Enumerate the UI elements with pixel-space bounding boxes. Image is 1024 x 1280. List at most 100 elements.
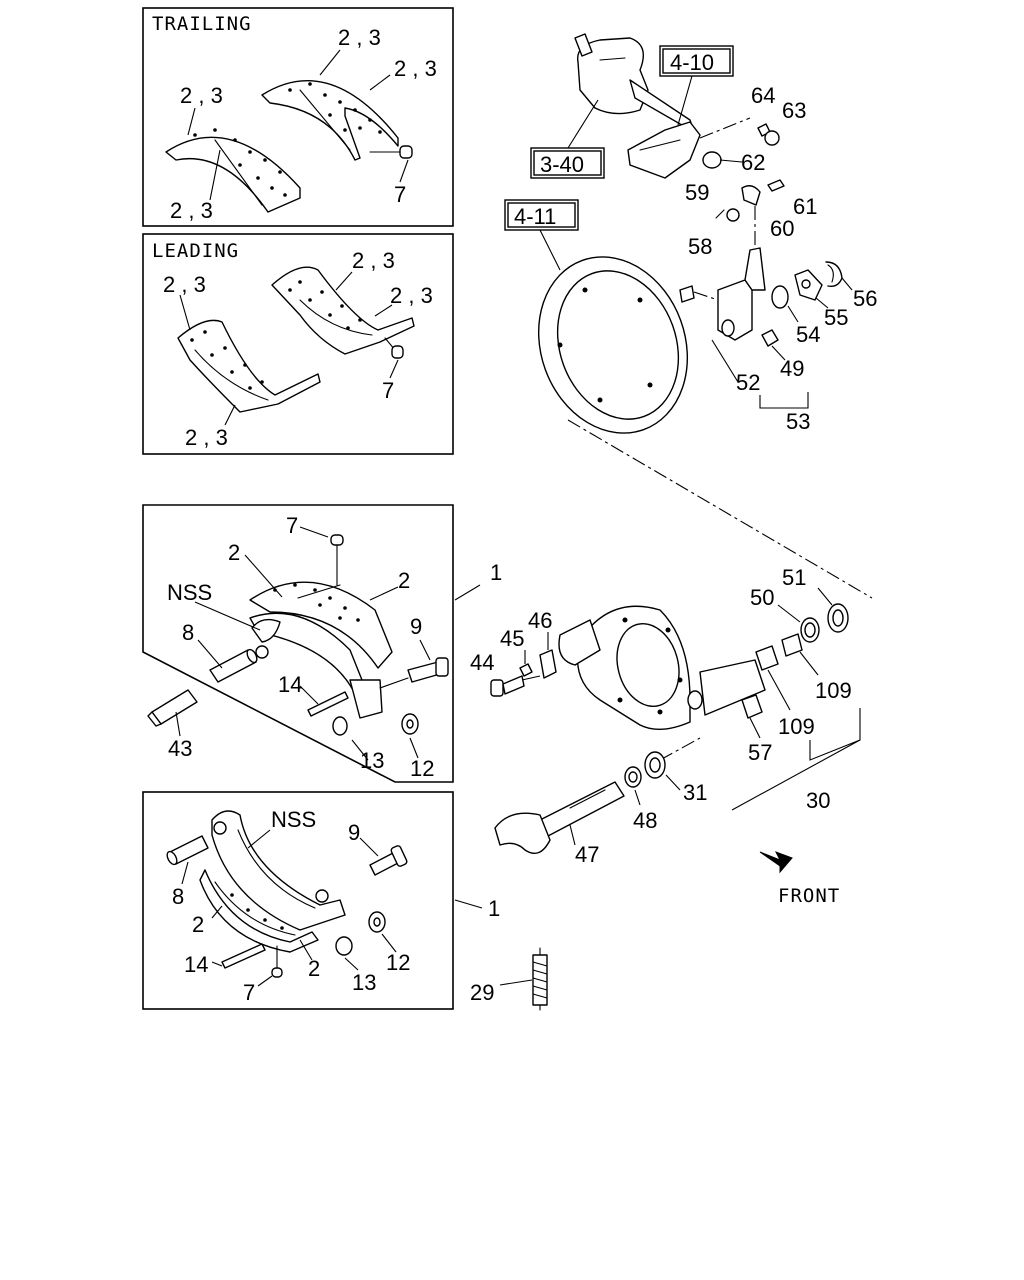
callout-109a: 109 — [815, 678, 852, 703]
ref-box-4-10: 4-10 — [659, 45, 734, 126]
upper-brake-shoe — [249, 581, 393, 719]
callout-58: 58 — [688, 234, 712, 259]
ref-4-11: 4-11 — [514, 204, 556, 229]
trailing-title: TRAILING — [152, 13, 252, 35]
upper-label-nss: NSS — [167, 580, 212, 605]
upper-label-9: 9 — [410, 614, 422, 639]
lower-bolt-9 — [359, 837, 408, 876]
callout-45: 45 — [500, 626, 524, 651]
callout-31: 31 — [683, 780, 707, 805]
callout-30: 30 — [806, 788, 830, 813]
trailing-label-e: 7 — [394, 182, 406, 207]
front-label: FRONT — [778, 885, 840, 907]
lower-label-2a: 2 — [192, 912, 204, 937]
callout-47: 47 — [575, 842, 599, 867]
callout-62: 62 — [741, 150, 765, 175]
upper-rivet-7 — [299, 526, 344, 586]
slack-adjuster — [679, 200, 766, 341]
trailing-lining-right — [261, 80, 399, 161]
callout-53: 53 — [786, 409, 810, 434]
lower-brake-shoe — [199, 810, 346, 953]
lower-shoe-panel: NSS 9 8 2 12 14 2 13 7 — [142, 791, 454, 1010]
trailing-lining-left — [165, 128, 301, 213]
anchor-pin-43: 43 — [147, 689, 198, 761]
leading-rivet-bolt-7 — [384, 337, 404, 379]
ref-box-4-11: 4-11 — [504, 199, 579, 271]
upper-bolt-9 — [379, 639, 449, 689]
callout-29: 29 — [470, 980, 494, 1005]
dust-shield — [537, 256, 689, 434]
callout-1a: 1 — [490, 560, 502, 585]
upper-label-13: 13 — [360, 748, 384, 773]
grease-fitting-57 — [741, 694, 763, 739]
trailing-rivet-bolt-7 — [369, 145, 413, 183]
callout-60: 60 — [770, 216, 794, 241]
grease-fitting-49 — [761, 329, 786, 361]
callout-57: 57 — [748, 740, 772, 765]
lock-plate-45-46 — [519, 632, 557, 679]
leading-panel: LEADING 2 , 3 2 , 3 2 , 3 2 , — [142, 233, 454, 455]
washers-31-48 — [624, 751, 681, 806]
upper-roller-12 — [401, 713, 419, 759]
upper-label-2b: 2 — [398, 568, 410, 593]
upper-label-12: 12 — [410, 756, 434, 781]
lower-label-nss: NSS — [271, 807, 316, 832]
upper-shoe-panel: 7 2 2 NSS 8 9 14 13 12 — [142, 504, 454, 783]
upper-label-7: 7 — [286, 513, 298, 538]
callout-55: 55 — [824, 305, 848, 330]
lower-label-7: 7 — [243, 980, 255, 1005]
callout-63: 63 — [782, 98, 806, 123]
trailing-label-a: 2 , 3 — [338, 25, 381, 50]
lower-label-14: 14 — [184, 952, 208, 977]
ref-4-10: 4-10 — [670, 50, 714, 75]
callout-50: 50 — [750, 585, 774, 610]
callout-44: 44 — [470, 650, 494, 675]
callout-52: 52 — [736, 370, 760, 395]
ref-3-40: 3-40 — [540, 152, 584, 177]
bolt-44 — [490, 675, 541, 697]
leading-lining-left — [177, 319, 321, 413]
callout-49: 49 — [780, 356, 804, 381]
return-spring-29 — [499, 947, 548, 1011]
callout-51: 51 — [782, 565, 806, 590]
front-arrow-icon — [759, 851, 793, 874]
lower-roller-12 — [368, 911, 397, 953]
lower-clip-13 — [335, 936, 359, 971]
lower-rivet-7 — [257, 945, 283, 987]
upper-label-8: 8 — [182, 620, 194, 645]
leading-label-b: 2 , 3 — [390, 283, 433, 308]
callout-109b: 109 — [778, 714, 815, 739]
leading-title: LEADING — [152, 240, 239, 262]
callout-48: 48 — [633, 808, 657, 833]
callout-54: 54 — [796, 322, 820, 347]
trailing-label-b: 2 , 3 — [394, 56, 437, 81]
leading-label-d: 2 , 3 — [185, 425, 228, 450]
trailing-label-d: 2 , 3 — [170, 198, 213, 223]
leading-lining-right — [271, 266, 415, 355]
spider-bracket — [558, 605, 766, 730]
lower-label-8: 8 — [172, 884, 184, 909]
trailing-panel: TRAILING 2 , — [142, 7, 454, 227]
lower-label-2b: 2 — [308, 956, 320, 981]
lower-label-9: 9 — [348, 820, 360, 845]
clevis-hardware — [699, 117, 785, 222]
lower-label-13: 13 — [352, 970, 376, 995]
bushings-109 — [755, 633, 819, 711]
label-43: 43 — [168, 736, 192, 761]
callout-56: 56 — [853, 286, 877, 311]
callout-46: 46 — [528, 608, 552, 633]
upper-label-14: 14 — [278, 672, 302, 697]
upper-clip-13 — [332, 716, 369, 761]
brake-chamber — [567, 33, 701, 179]
upper-pin-8 — [197, 639, 258, 683]
callout-61: 61 — [793, 194, 817, 219]
upper-pin-14 — [299, 685, 349, 717]
trailing-label-c: 2 , 3 — [180, 83, 223, 108]
lower-pin-14 — [211, 943, 266, 969]
ref-box-3-40: 3-40 — [530, 147, 605, 179]
leading-label-e: 7 — [382, 378, 394, 403]
leading-label-a: 2 , 3 — [352, 248, 395, 273]
leading-label-c: 2 , 3 — [163, 272, 206, 297]
callout-59: 59 — [685, 180, 709, 205]
